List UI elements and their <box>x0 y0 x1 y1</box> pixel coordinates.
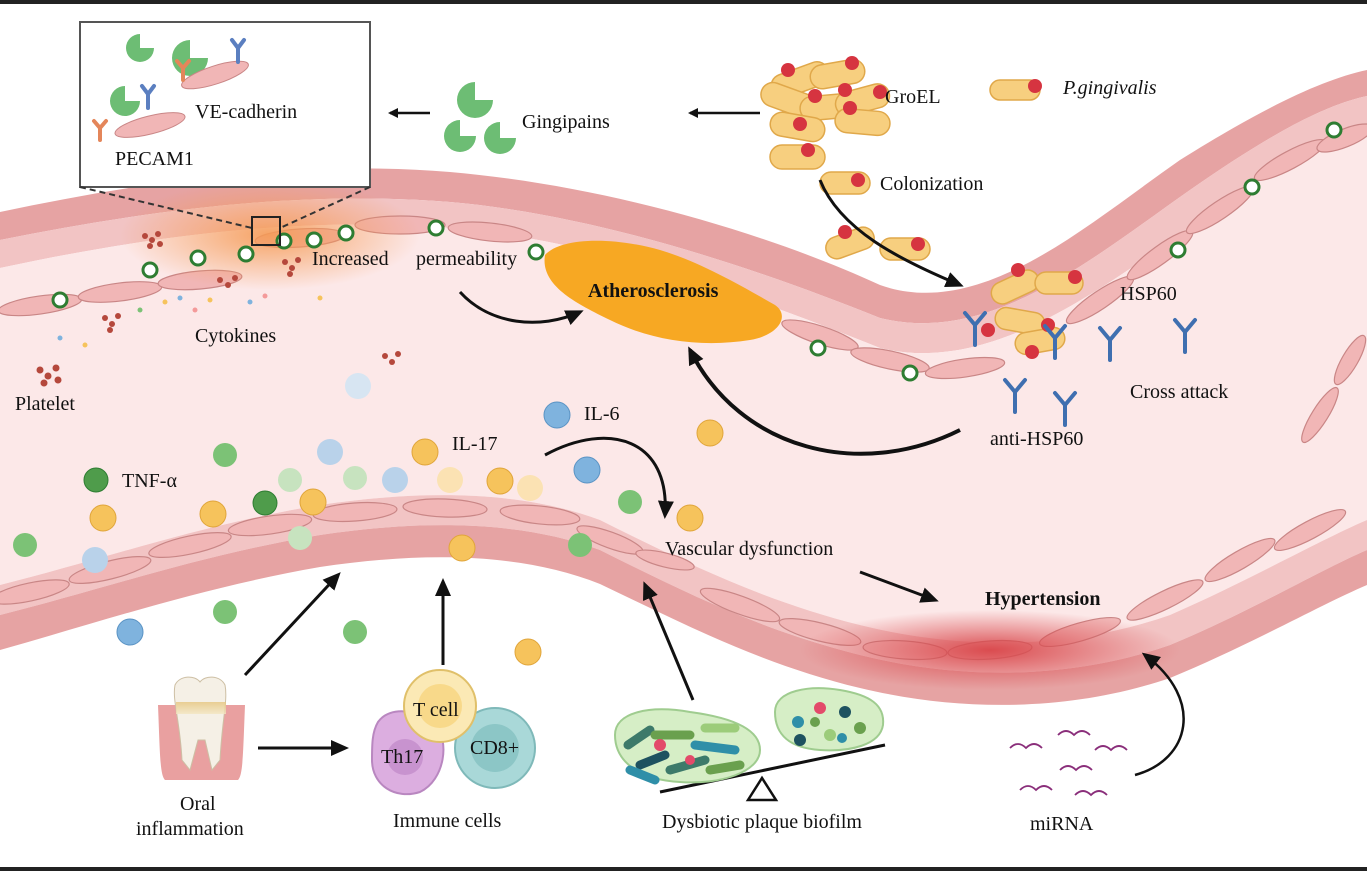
arrow-permeability-to-atherosclerosis <box>458 290 584 326</box>
arrow-antihsp60-to-atherosclerosis <box>688 346 961 456</box>
permeability-glow <box>120 180 420 290</box>
hsp60-label: HSP60 <box>1120 283 1177 305</box>
atherosclerosis-label: Atherosclerosis <box>588 280 719 302</box>
cytokines-label: Cytokines <box>195 325 276 347</box>
gingipains-group <box>444 82 516 154</box>
pecam1-label: PECAM1 <box>115 148 194 170</box>
anti-hsp60-label: anti-HSP60 <box>990 428 1083 450</box>
bottom-border <box>0 867 1367 871</box>
arrow-il6-to-vascular <box>544 436 674 519</box>
mirna-icon <box>1009 730 1128 797</box>
atherosclerosis-plaque <box>544 240 782 344</box>
inflammation-label: inflammation <box>136 818 244 840</box>
antibodies <box>963 311 1197 427</box>
inset-box: VE-cadherin PECAM1 <box>79 21 371 246</box>
arrow-biofilm-to-vessel <box>643 581 695 701</box>
il17-label: IL-17 <box>452 433 498 455</box>
il6-label: IL-6 <box>584 403 620 425</box>
immune-cells-group <box>370 669 536 796</box>
arrow-vascular-to-hypertension <box>859 570 939 603</box>
platelets <box>36 231 401 387</box>
pgingivalis-label: P.gingivalis <box>1062 77 1157 99</box>
t-cell-label: T cell <box>413 699 459 721</box>
platelet-label: Platelet <box>15 393 75 415</box>
ve-cadherin-label: VE-cadherin <box>195 101 297 123</box>
increased-label: Increased <box>312 248 389 270</box>
endothelial-markers <box>51 121 1343 382</box>
arrow-colonization <box>818 179 964 287</box>
cross-attack-label: Cross attack <box>1130 381 1228 403</box>
tnfa-label: TNF-α <box>122 470 177 492</box>
biofilm-scale <box>613 687 886 802</box>
gingipains-label: Gingipains <box>522 111 610 133</box>
vascular-dysfunction-label: Vascular dysfunction <box>665 538 833 560</box>
permeability-label: permeability <box>416 248 517 270</box>
dysbiotic-label: Dysbiotic plaque biofilm <box>662 811 862 833</box>
hypertension-glow <box>800 610 1180 690</box>
hypertension-label: Hypertension <box>985 588 1101 610</box>
tooth-icon <box>158 676 245 780</box>
cytokine-spheres <box>13 373 724 666</box>
colonization-label: Colonization <box>880 173 983 195</box>
arrow-oral-to-vessel <box>243 572 341 677</box>
oral-label: Oral <box>180 793 216 815</box>
cd8-label: CD8+ <box>470 737 519 759</box>
th17-label: Th17 <box>381 746 423 768</box>
mirna-label: miRNA <box>1030 813 1094 835</box>
arrow-mirna-to-hypertension <box>1134 652 1185 777</box>
immune-cells-label: Immune cells <box>393 810 502 832</box>
top-border <box>0 0 1367 4</box>
bacteria-cluster <box>760 56 1084 359</box>
cytokine-dots <box>57 293 323 348</box>
groel-label: GroEL <box>885 86 941 108</box>
